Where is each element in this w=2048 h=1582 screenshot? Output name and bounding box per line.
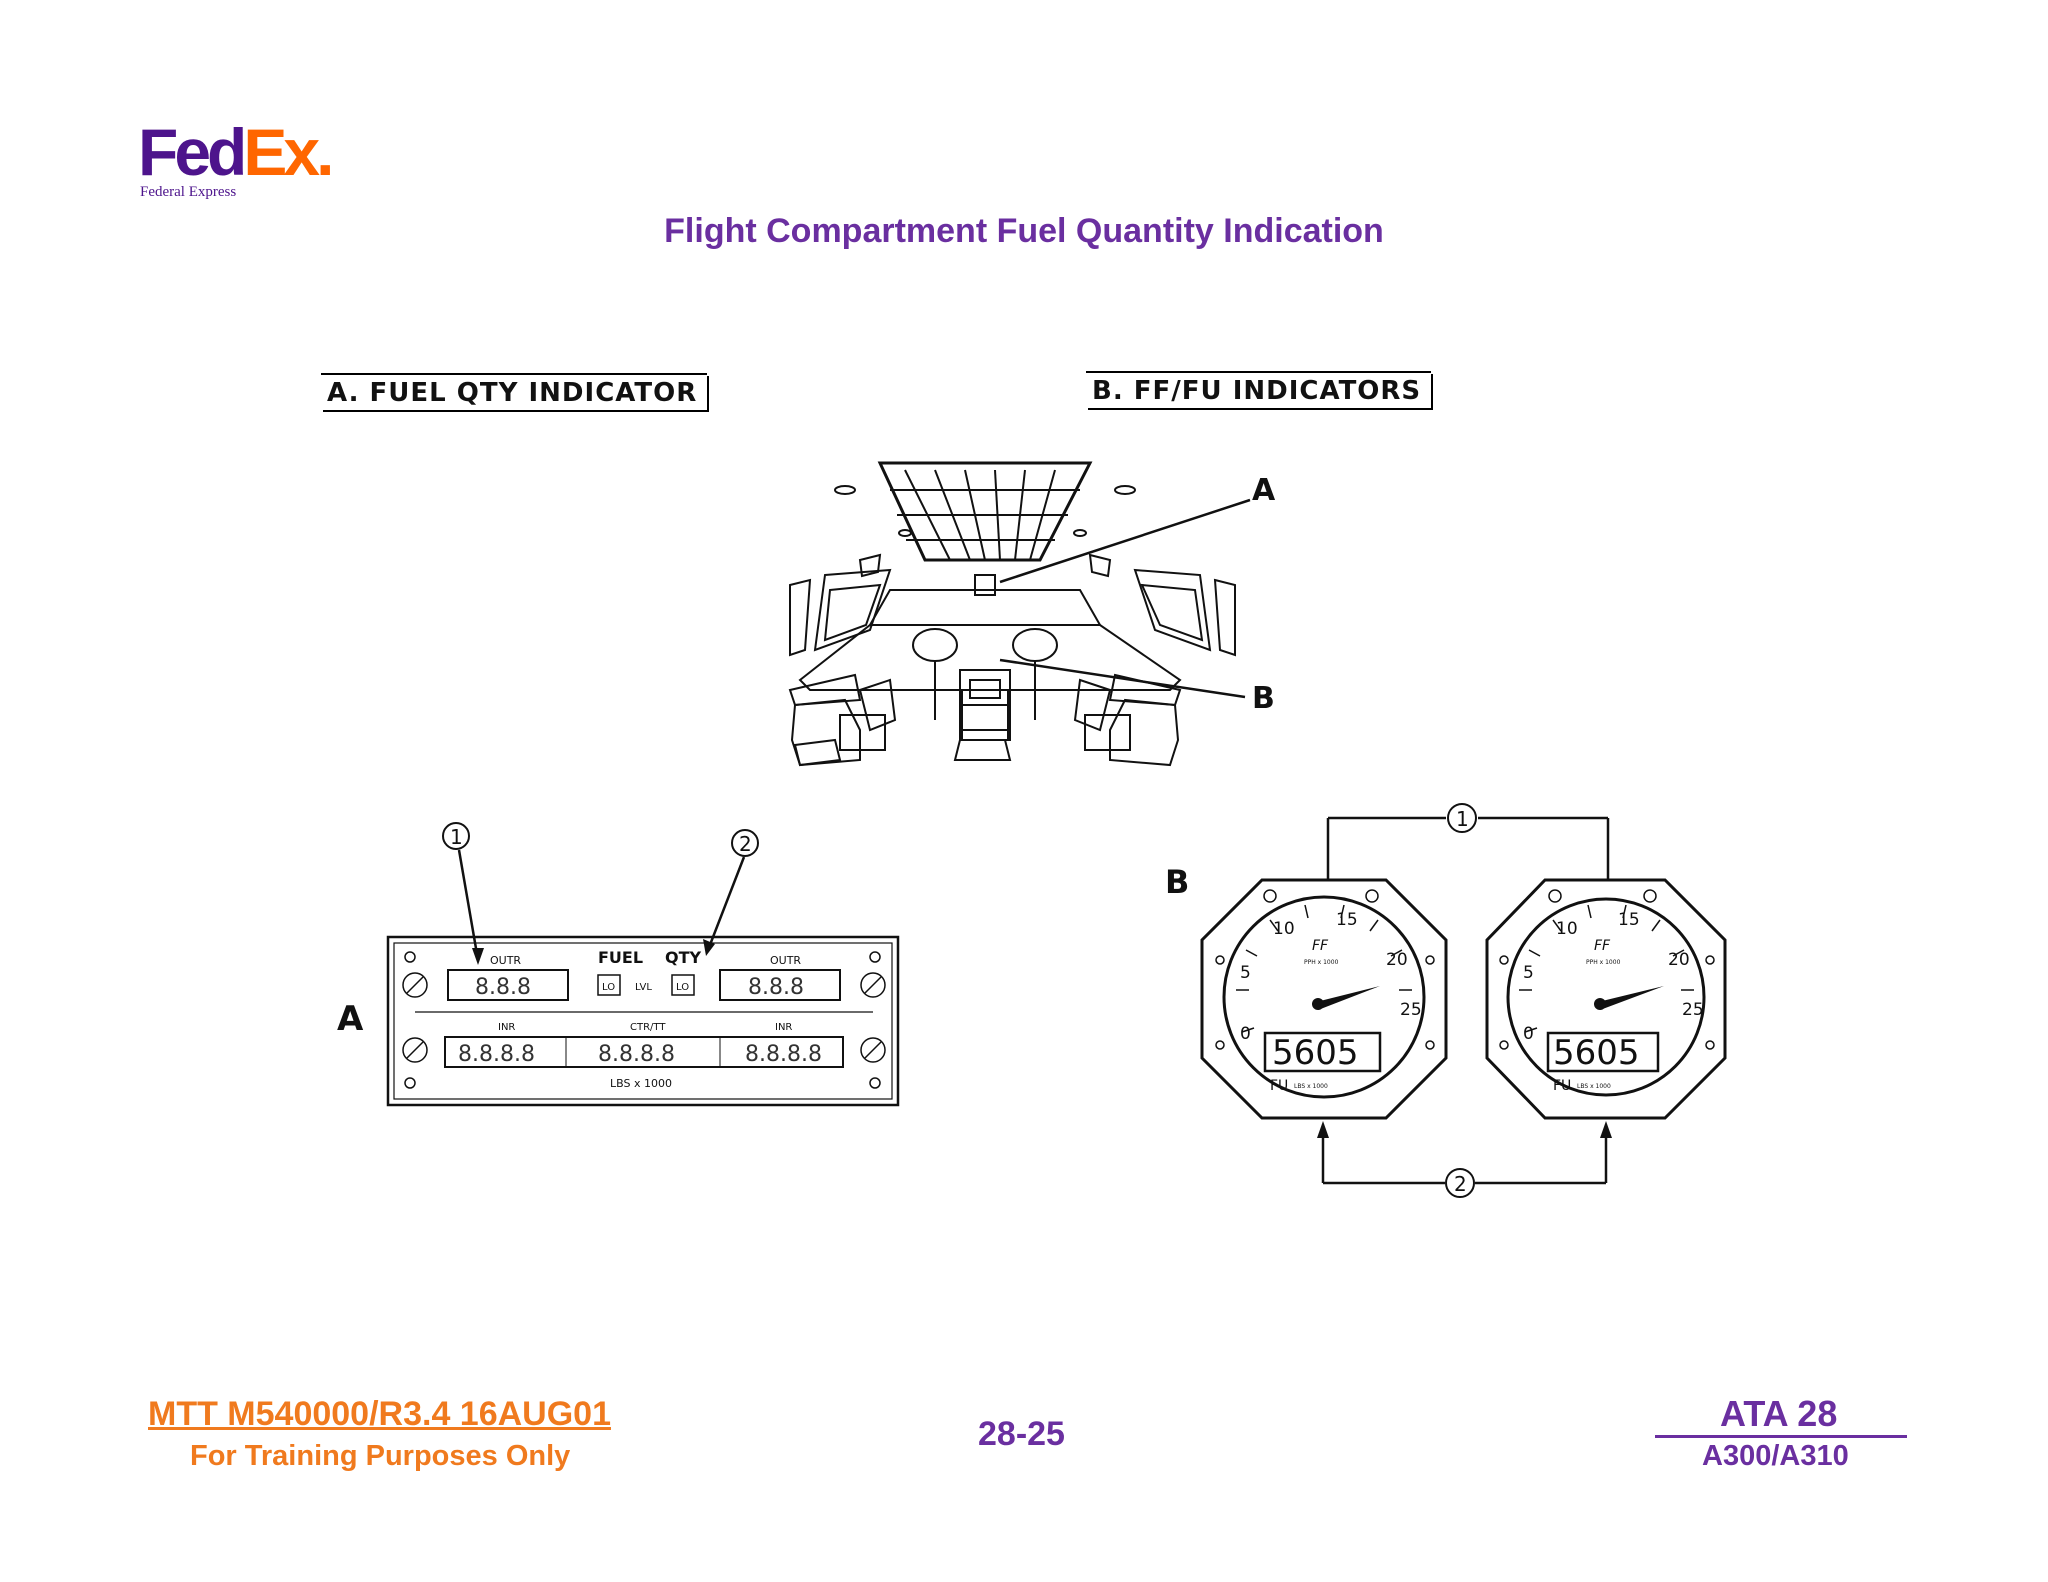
right-tick-5: 5 xyxy=(1523,963,1534,983)
left-tick-10: 10 xyxy=(1273,919,1295,939)
panel-a-letter: A xyxy=(337,999,364,1039)
training-notice: For Training Purposes Only xyxy=(190,1440,571,1472)
right-tick-10: 10 xyxy=(1556,919,1578,939)
panel-b-letter: B xyxy=(1165,863,1189,901)
right-tick-15: 15 xyxy=(1618,910,1640,930)
aircraft-type: A300/A310 xyxy=(1702,1440,1849,1472)
qty-label: QTY xyxy=(665,948,702,967)
left-fu-label: FU xyxy=(1270,1078,1288,1094)
right-ff-units: PPH x 1000 xyxy=(1586,959,1621,966)
callout-1-circle-a xyxy=(442,822,470,850)
fedex-logo: FedEx. Federal Express xyxy=(138,115,335,200)
ata-chapter: ATA 28 xyxy=(1720,1393,1838,1434)
left-tick-25: 25 xyxy=(1400,1000,1422,1020)
left-tick-15: 15 xyxy=(1336,910,1358,930)
callout-2-a: 2 xyxy=(739,832,752,856)
callout-1-b: 1 xyxy=(1456,807,1469,831)
bottom-left-display: 8.8.8.8 xyxy=(458,1042,535,1067)
right-tick-20: 20 xyxy=(1668,950,1690,970)
callout-2-circle-a xyxy=(731,829,759,857)
fuel-qty-panel xyxy=(386,935,900,1107)
callout-2-circle-b xyxy=(1445,1168,1475,1198)
page-number: 28-25 xyxy=(978,1415,1065,1453)
cockpit-illustration xyxy=(788,461,1236,767)
lo-left-label: LO xyxy=(602,982,615,993)
cockpit-callout-a: A xyxy=(1252,473,1276,508)
page-title: Flight Compartment Fuel Quantity Indicat… xyxy=(664,212,1384,250)
top-left-display: 8.8.8 xyxy=(475,975,531,1000)
right-ff-label: FF xyxy=(1594,938,1611,954)
logo-subtext: Federal Express xyxy=(140,184,237,200)
lo-right-label: LO xyxy=(676,982,689,993)
bottom-center-display: 8.8.8.8 xyxy=(598,1042,675,1067)
logo-fed-text: Fed xyxy=(138,115,247,189)
section-b-label: B. FF/FU INDICATORS xyxy=(1085,371,1434,410)
logo-ex-text: Ex xyxy=(243,115,320,189)
bottom-right-display: 8.8.8.8 xyxy=(745,1042,822,1067)
left-tick-0: 0 xyxy=(1240,1024,1251,1044)
left-tick-5: 5 xyxy=(1240,963,1251,983)
left-ff-units: PPH x 1000 xyxy=(1304,959,1339,966)
cockpit-callout-b: B xyxy=(1252,681,1275,716)
fuel-label: FUEL xyxy=(598,948,643,967)
ctr-tt-label: CTR/TT xyxy=(630,1022,666,1033)
top-left-outr-label: OUTR xyxy=(490,954,521,967)
ff-fu-gauge-left xyxy=(1200,878,1448,1120)
top-right-display: 8.8.8 xyxy=(748,975,804,1000)
left-ff-label: FF xyxy=(1312,938,1329,954)
inr-right-label: INR xyxy=(775,1022,792,1033)
lvl-label: LVL xyxy=(635,982,652,993)
top-right-outr-label: OUTR xyxy=(770,954,801,967)
right-tick-25: 25 xyxy=(1682,1000,1704,1020)
left-fu-display: 5605 xyxy=(1272,1033,1359,1073)
doc-reference: MTT M540000/R3.4 16AUG01 xyxy=(148,1395,611,1433)
units-label: LBS x 1000 xyxy=(610,1077,672,1090)
right-fu-units: LBS x 1000 xyxy=(1577,1083,1611,1090)
leader-line-a xyxy=(999,498,1251,584)
callout-1-circle-b xyxy=(1447,803,1477,833)
right-fu-display: 5605 xyxy=(1553,1033,1640,1073)
leader-line-b xyxy=(999,658,1246,699)
callout-2-b: 2 xyxy=(1454,1172,1467,1196)
right-tick-0: 0 xyxy=(1523,1024,1534,1044)
ata-underline xyxy=(1655,1435,1907,1438)
inr-left-label: INR xyxy=(498,1022,515,1033)
left-tick-20: 20 xyxy=(1386,950,1408,970)
ff-fu-gauge-right xyxy=(1485,878,1727,1120)
callout-1-a: 1 xyxy=(450,825,463,849)
right-fu-label: FU xyxy=(1553,1078,1571,1094)
section-a-label: A. FUEL QTY INDICATOR xyxy=(320,373,710,412)
left-fu-units: LBS x 1000 xyxy=(1294,1083,1328,1090)
